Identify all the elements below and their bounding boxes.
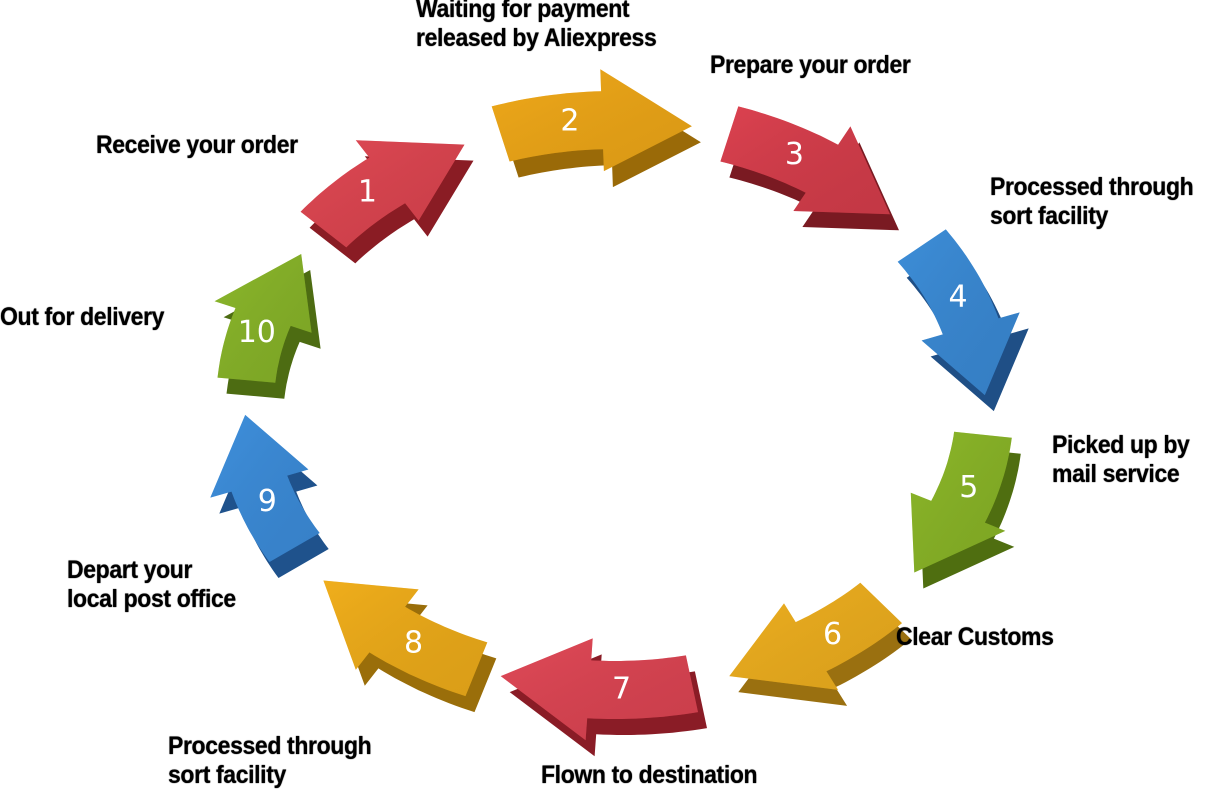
step-7-number: 7 [612, 672, 631, 707]
step-2-label: Waiting for payment released by Aliexpre… [416, 0, 657, 53]
step-3-label: Prepare your order [710, 51, 911, 80]
step-7-label-line-1: Flown to destination [541, 761, 758, 789]
step-3-number: 3 [785, 137, 804, 172]
step-2-arrow-shading [491, 69, 692, 172]
step-10-label-line-1: Out for delivery [0, 303, 165, 331]
step-8-arrow-shading [323, 580, 488, 697]
step-6-label-line-1: Clear Customs [896, 623, 1054, 651]
step-9-arrow: 9 [210, 414, 329, 578]
step-5-label: Picked up by mail service [1052, 431, 1190, 489]
step-10-number: 10 [238, 315, 276, 350]
step-9-arrow-shading [210, 414, 320, 562]
step-9-label-line-1: Depart your [67, 556, 193, 584]
step-3-arrow: 3 [720, 106, 899, 231]
step-6-arrow-shading [729, 582, 902, 690]
step-5-label-line-1: Picked up by [1052, 431, 1190, 459]
step-8-arrow: 8 [323, 580, 497, 713]
step-7-label: Flown to destination [541, 761, 758, 790]
step-8-label: Processed through sort facility [168, 732, 372, 790]
step-6-arrow: 6 [729, 582, 911, 706]
step-7-arrow-shading [500, 638, 698, 741]
step-1-label: Receive your order [96, 131, 298, 160]
step-6-number: 6 [823, 617, 842, 652]
step-5-arrow-shading [910, 431, 1012, 573]
step-1-arrow-shading [300, 140, 465, 248]
step-4-label-line-1: Processed through [990, 173, 1194, 201]
step-9-number: 9 [258, 484, 277, 519]
step-4-arrow-shading [897, 229, 1020, 396]
step-1-number: 1 [358, 175, 377, 210]
step-9-label-line-2: local post office [67, 585, 236, 613]
step-2-label-line-1: Waiting for payment [416, 0, 630, 23]
step-5-label-line-2: mail service [1052, 460, 1180, 488]
step-5-arrow: 5 [910, 431, 1021, 589]
step-4-label: Processed through sort facility [990, 173, 1194, 231]
step-3-arrow-shading [720, 106, 890, 215]
step-10-label: Out for delivery [0, 303, 164, 332]
step-9-label: Depart your local post office [67, 556, 236, 614]
step-2-arrow: 2 [491, 69, 701, 188]
step-10-arrow-shading [214, 254, 312, 383]
step-2-label-line-2: released by Aliexpress [416, 24, 657, 52]
step-6-label: Clear Customs [896, 623, 1054, 652]
step-10-arrow: 10 [214, 254, 321, 399]
step-5-number: 5 [959, 470, 978, 505]
step-4-label-line-2: sort facility [990, 202, 1108, 230]
step-3-label-line-1: Prepare your order [710, 51, 911, 79]
step-4-arrow: 4 [897, 229, 1029, 412]
step-8-label-line-1: Processed through [168, 732, 372, 760]
step-7-arrow: 7 [500, 638, 707, 757]
step-1-arrow: 1 [300, 140, 474, 264]
step-8-label-line-2: sort facility [168, 761, 286, 789]
step-8-number: 8 [404, 626, 423, 661]
step-1-label-line-1: Receive your order [96, 131, 298, 159]
step-2-number: 2 [560, 104, 579, 139]
step-4-number: 4 [949, 280, 968, 315]
